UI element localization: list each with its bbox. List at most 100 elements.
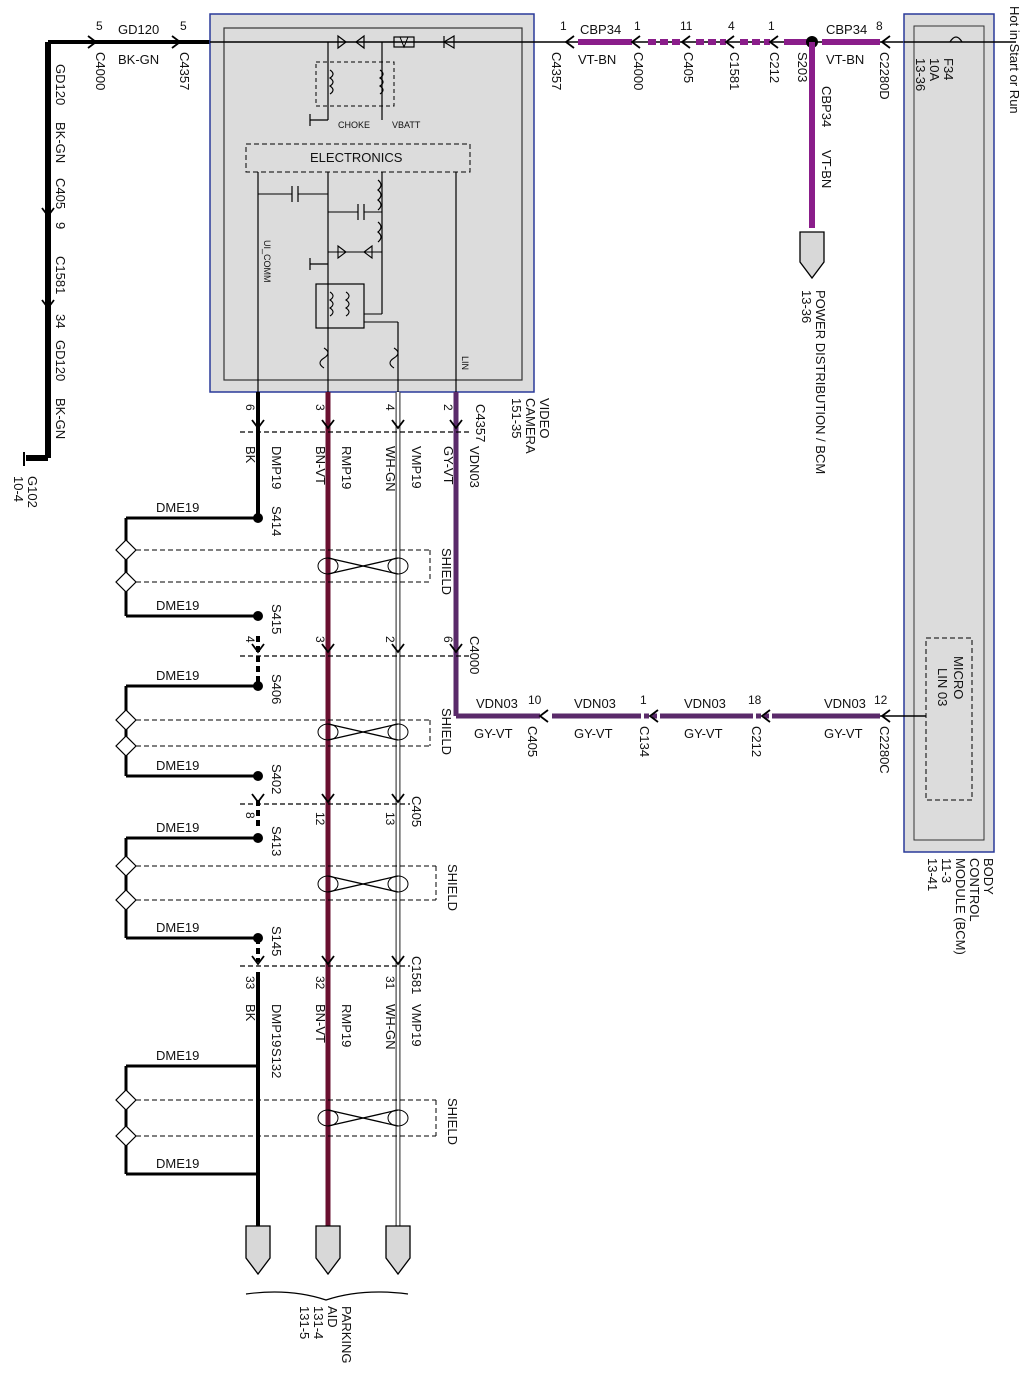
pin-33: 33	[243, 976, 257, 990]
c405-top-label: C405	[681, 52, 696, 83]
pin-2-c4000: 2	[383, 636, 397, 643]
left-pin-9: 9	[53, 222, 68, 229]
wh-gn-label: WH-GN	[383, 446, 398, 492]
left-bk-gn-b-label: BK-GN	[53, 398, 68, 439]
bcm-title-5: 13-41	[925, 858, 940, 891]
c1581-bundle-label: C1581	[409, 956, 424, 994]
pin-4: 4	[383, 404, 397, 411]
dme19-label-2: DME19	[156, 598, 199, 613]
shield-label-2: SHIELD	[439, 708, 454, 755]
bk-gn-label: BK-GN	[118, 52, 159, 67]
video-camera-title-2: CAMERA	[523, 398, 538, 454]
c4000-label: C4000	[93, 52, 108, 90]
shield-group-4	[115, 1089, 437, 1147]
gy-vt-b: GY-VT	[574, 726, 613, 741]
bcm-title-3: MODULE (BCM)	[953, 858, 968, 955]
rmp19-label-2: RMP19	[339, 1004, 354, 1047]
bk-label-2: BK	[243, 1004, 258, 1022]
rmp19-label: RMP19	[339, 446, 354, 489]
dme19-label-3: DME19	[156, 668, 199, 683]
fuse-f34-label: F34	[941, 58, 956, 80]
pin-32: 32	[313, 976, 327, 990]
bcm-title-1: BODY	[981, 858, 996, 895]
vt-bn-b-label: VT-BN	[826, 52, 864, 67]
c212-lin-label: C212	[749, 726, 764, 757]
pin-3: 3	[313, 404, 327, 411]
s413-label: S413	[269, 826, 284, 856]
ui-comm-label: UI_COMM	[262, 240, 272, 283]
cbp34-b-label: CBP34	[826, 22, 867, 37]
dme19-label-5: DME19	[156, 820, 199, 835]
micro-label: MICRO	[951, 656, 966, 699]
pin-3-c4000: 3	[313, 636, 327, 643]
parking-aid-connectors	[245, 1225, 411, 1301]
c4000-b-label: C4000	[631, 52, 646, 90]
electronics-label: ELECTRONICS	[310, 150, 403, 165]
power-wire-top	[534, 35, 904, 280]
bn-vt-label: BN-VT	[313, 446, 328, 485]
s145-label: S145	[269, 926, 284, 956]
left-bk-gn-label: BK-GN	[53, 122, 68, 163]
camera-c4357-label: C4357	[473, 404, 488, 442]
video-camera-module[interactable]	[209, 13, 535, 393]
lin-wire	[453, 392, 891, 723]
shield-group-3	[115, 855, 437, 911]
gy-vt-label: GY-VT	[441, 446, 456, 485]
pin-1-c212: 1	[768, 19, 775, 33]
shield-label-1: SHIELD	[439, 548, 454, 595]
bk-label: BK	[243, 446, 258, 464]
video-camera-title-1: VIDEO	[537, 398, 552, 438]
bcm-title-2: CONTROL	[967, 858, 982, 922]
vdn03-d: VDN03	[824, 696, 866, 711]
vt-bn-label: VT-BN	[578, 52, 616, 67]
left-gd120-label: GD120	[53, 64, 68, 105]
pin-2: 2	[441, 404, 455, 411]
c1581-top-label: C1581	[727, 52, 742, 90]
g102-ref: 10-4	[11, 476, 26, 502]
gd120-label: GD120	[118, 22, 159, 37]
dme19-label-8: DME19	[156, 1156, 199, 1171]
parking-aid-ref-1: 131-4	[311, 1306, 326, 1339]
shield-label-4: SHIELD	[445, 1098, 460, 1145]
power-distribution-label: POWER DISTRIBUTION / BCM	[813, 290, 828, 474]
hot-in-start-run-label: Hot in Start or Run	[1007, 6, 1022, 114]
choke-label: CHOKE	[338, 120, 370, 130]
wh-gn-label-2: WH-GN	[383, 1004, 398, 1050]
body-control-module[interactable]	[880, 13, 1016, 853]
dme19-label-7: DME19	[156, 1048, 199, 1063]
c405-lin-label: C405	[525, 726, 540, 757]
dmp19-label-2: DMP19	[269, 1004, 284, 1047]
dme19-label-6: DME19	[156, 920, 199, 935]
pin-5-c4000: 5	[96, 19, 103, 33]
parking-aid-title-1: PARKING	[339, 1306, 354, 1364]
shield-group-1	[115, 539, 431, 593]
g102-label: G102	[25, 476, 40, 508]
pin-4-c4000: 4	[243, 636, 257, 643]
pin-18: 18	[748, 693, 762, 707]
left-c1581-label: C1581	[53, 256, 68, 294]
lin-label: LIN	[460, 356, 470, 370]
dme19-label-1: DME19	[156, 500, 199, 515]
s415-label: S415	[269, 604, 284, 634]
s406-label: S406	[269, 674, 284, 704]
cbp34-vertical-label: CBP34	[819, 86, 834, 127]
pin-31: 31	[383, 976, 397, 990]
parking-aid-ref-2: 131-5	[297, 1306, 312, 1339]
s203-label: S203	[795, 52, 810, 82]
shield-label-3: SHIELD	[445, 864, 460, 911]
pin-1-c4357: 1	[560, 19, 567, 33]
pin-12-c405: 12	[313, 812, 327, 826]
dme19-label-4: DME19	[156, 758, 199, 773]
s402-label: S402	[269, 764, 284, 794]
bn-vt-label-2: BN-VT	[313, 1004, 328, 1043]
ground-wire-top	[23, 35, 210, 466]
pin-1-c134: 1	[640, 693, 647, 707]
vmp19-label: VMP19	[409, 446, 424, 489]
wire-bundle	[124, 392, 470, 1226]
c212-top-label: C212	[767, 52, 782, 83]
vdn03-a: VDN03	[476, 696, 518, 711]
s414-label: S414	[269, 506, 284, 536]
left-gd120b-label: GD120	[53, 340, 68, 381]
vdn03-b: VDN03	[574, 696, 616, 711]
